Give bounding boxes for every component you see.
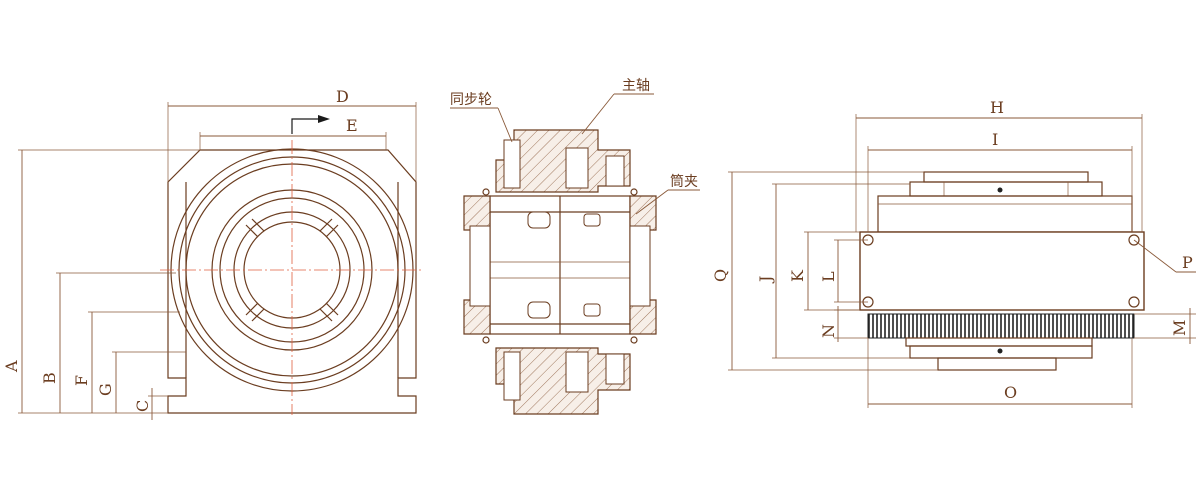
- dim-H-label: H: [990, 98, 1004, 117]
- dim-L-label: L: [819, 271, 838, 282]
- gear-teeth: [867, 313, 1135, 339]
- dim-Q-label: Q: [711, 269, 730, 282]
- dim-B-label: B: [40, 372, 59, 384]
- dim-K-label: K: [788, 269, 807, 282]
- dim-O-label: O: [1004, 383, 1017, 402]
- dim-D-label: D: [336, 87, 349, 106]
- dim-M-label: M: [1170, 320, 1189, 336]
- dim-C-label: C: [133, 400, 152, 412]
- dim-P-label: P: [1182, 253, 1193, 272]
- side-view: H I O Q J K L N M: [711, 98, 1196, 408]
- dim-F-label: F: [72, 375, 91, 386]
- section-view: 同步轮 主轴 筒夹: [450, 78, 700, 415]
- dim-E-label: E: [346, 116, 358, 135]
- collet-callout: 筒夹: [670, 173, 698, 190]
- dim-G-label: G: [96, 383, 115, 396]
- dim-J-label: J: [756, 276, 775, 284]
- dim-A-label: A: [2, 360, 21, 373]
- spindle-callout: 主轴: [622, 78, 650, 94]
- sync-wheel-callout: 同步轮: [450, 92, 492, 108]
- dim-N-label: N: [819, 324, 838, 338]
- front-view: D E A B F G C: [2, 87, 424, 420]
- dim-I-label: I: [992, 130, 998, 149]
- direction-arrow-icon: [318, 115, 330, 123]
